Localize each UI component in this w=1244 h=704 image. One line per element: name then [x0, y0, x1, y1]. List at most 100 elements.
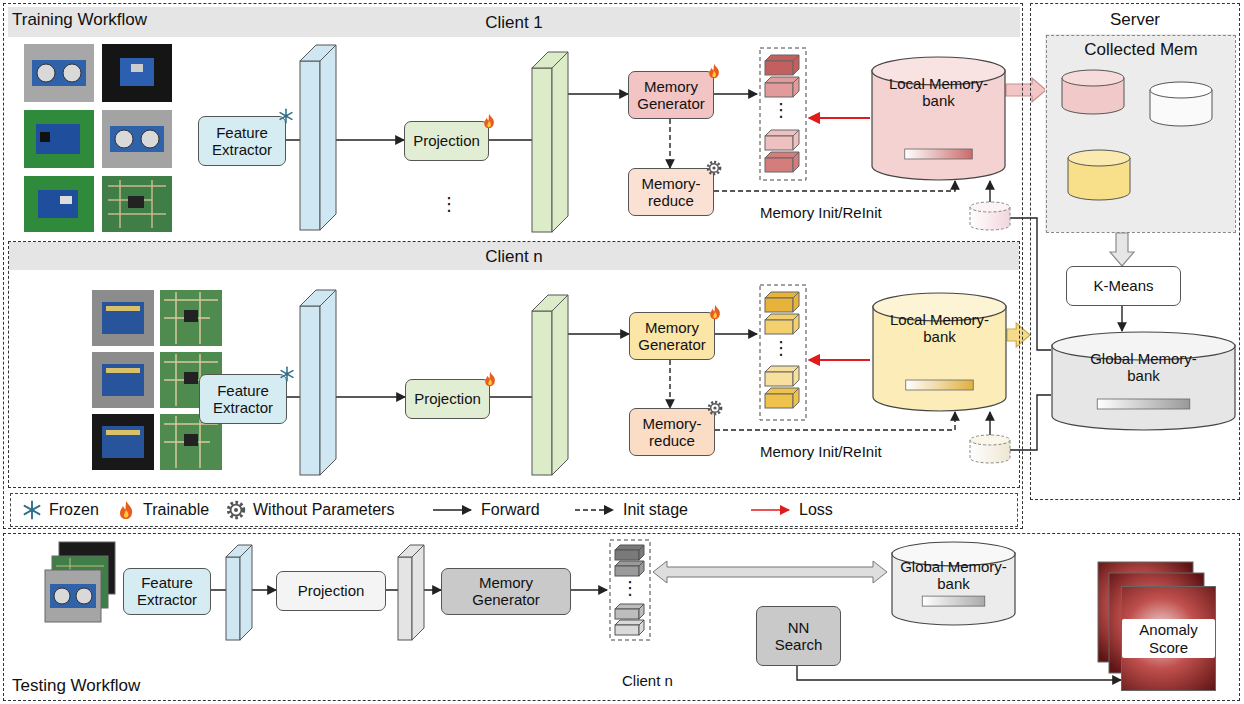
init-label: Memory Init/ReInit — [760, 443, 882, 460]
legend-sample — [225, 500, 247, 520]
memory-item-stack — [610, 540, 650, 640]
ellipsis-mark: ⋮ — [772, 338, 790, 359]
collected-memory-area — [1150, 82, 1212, 98]
process-box: Memory Generator — [441, 568, 571, 615]
input-image — [76, 588, 92, 604]
input-image — [160, 290, 222, 346]
legend-sample — [228, 502, 243, 517]
legend-item: Trainable — [115, 494, 209, 526]
memory-item-stack — [615, 550, 639, 560]
input-image — [102, 364, 144, 396]
feature-map — [320, 45, 336, 230]
status-icon — [485, 372, 495, 386]
status-icon — [482, 371, 498, 387]
collected-memory-area — [1150, 82, 1212, 126]
memory-item-stack — [765, 130, 799, 150]
region-heading: Server — [1031, 10, 1239, 30]
feature-map — [398, 557, 412, 640]
process-box: Projection — [404, 121, 489, 161]
feature-map — [300, 61, 320, 230]
memory-item-stack — [765, 83, 793, 97]
memory-item-stack — [765, 61, 793, 75]
status-icon — [279, 366, 295, 382]
memory-item-stack — [765, 292, 799, 312]
init-memory-cylinder — [970, 435, 1010, 445]
memory-bank-cylinder: Global Memory-bank — [1051, 331, 1236, 431]
status-icon — [706, 63, 722, 79]
node-text: Anomaly Score — [1122, 619, 1215, 658]
ellipsis-mark: ⋮ — [440, 194, 458, 215]
match-double-arrow — [653, 561, 887, 583]
status-icon — [281, 367, 293, 381]
status-icon — [709, 402, 721, 414]
memory-item-stack — [765, 136, 793, 150]
legend-text: Loss — [799, 501, 833, 519]
input-image — [92, 414, 154, 470]
node-text: Feature Extractor — [205, 382, 281, 417]
legend-item: Loss — [749, 494, 833, 526]
input-image — [63, 64, 81, 82]
memory-item-stack — [765, 320, 793, 334]
feature-map — [320, 290, 336, 475]
node-text: Projection — [414, 390, 481, 407]
legend-sample — [751, 509, 789, 511]
node-text: Local Memory-bank — [885, 311, 995, 346]
memory-item-stack — [793, 292, 799, 312]
memory-bank-cylinder: Global Memory-bank — [891, 541, 1016, 626]
input-image — [164, 292, 218, 344]
region-heading: Testing Workflow — [12, 676, 140, 696]
legend-sample — [21, 500, 43, 520]
input-image — [50, 584, 96, 608]
cylinder-outline — [892, 553, 1015, 625]
legend-item: Init stage — [573, 494, 688, 526]
collected-memory-area — [1068, 150, 1130, 166]
loss-arrow — [809, 359, 870, 361]
node-text: Local Memory-bank — [884, 75, 994, 110]
collected-memory-area — [1045, 34, 1235, 232]
input-image — [54, 588, 70, 604]
flow-arrow — [570, 589, 607, 590]
memory-item-stack — [639, 561, 644, 576]
status-icon — [708, 162, 720, 174]
process-box: Memory Generator — [628, 71, 714, 119]
process-box: Memory Generator — [629, 312, 715, 360]
node-text: NN Search — [762, 619, 835, 654]
legend-sample — [749, 500, 793, 520]
feature-map — [532, 52, 568, 232]
collected-memory-box: Collected Mem — [1046, 35, 1236, 233]
legend-item: Frozen — [21, 494, 99, 526]
node-text: K-Means — [1093, 277, 1153, 294]
input-image — [110, 126, 164, 152]
memory-item-stack — [760, 285, 806, 420]
input-image — [102, 44, 172, 102]
legend-bar: FrozenTrainableWithout ParametersForward… — [10, 493, 1018, 527]
input-image — [92, 352, 154, 408]
memory-bank-cylinder: Local Memory-bank — [872, 292, 1007, 412]
cylinder-outline — [906, 380, 974, 390]
feature-map — [552, 52, 568, 232]
status-icon — [707, 304, 723, 320]
input-image — [106, 306, 140, 311]
input-image — [102, 426, 144, 458]
input-image — [92, 290, 154, 346]
feature-map — [300, 290, 336, 475]
status-icon — [707, 400, 723, 416]
process-box: NN Search — [756, 606, 841, 666]
status-icon — [710, 305, 720, 319]
status-icon — [706, 160, 722, 176]
input-image — [108, 180, 166, 228]
legend-text: Frozen — [49, 501, 99, 519]
memory-bank-cylinder: Local Memory-bank — [871, 56, 1006, 181]
memory-item-stack — [793, 366, 799, 386]
status-icon — [709, 64, 719, 78]
status-icon — [280, 109, 292, 123]
process-box: Memory-reduce — [629, 408, 715, 456]
memory-item-stack — [765, 55, 799, 75]
cylinder-outline — [873, 306, 1006, 411]
client-label: Client n — [622, 672, 673, 689]
node-text: Projection — [298, 582, 365, 599]
node-text: Memory Generator — [447, 574, 565, 609]
init-connector — [715, 412, 955, 430]
